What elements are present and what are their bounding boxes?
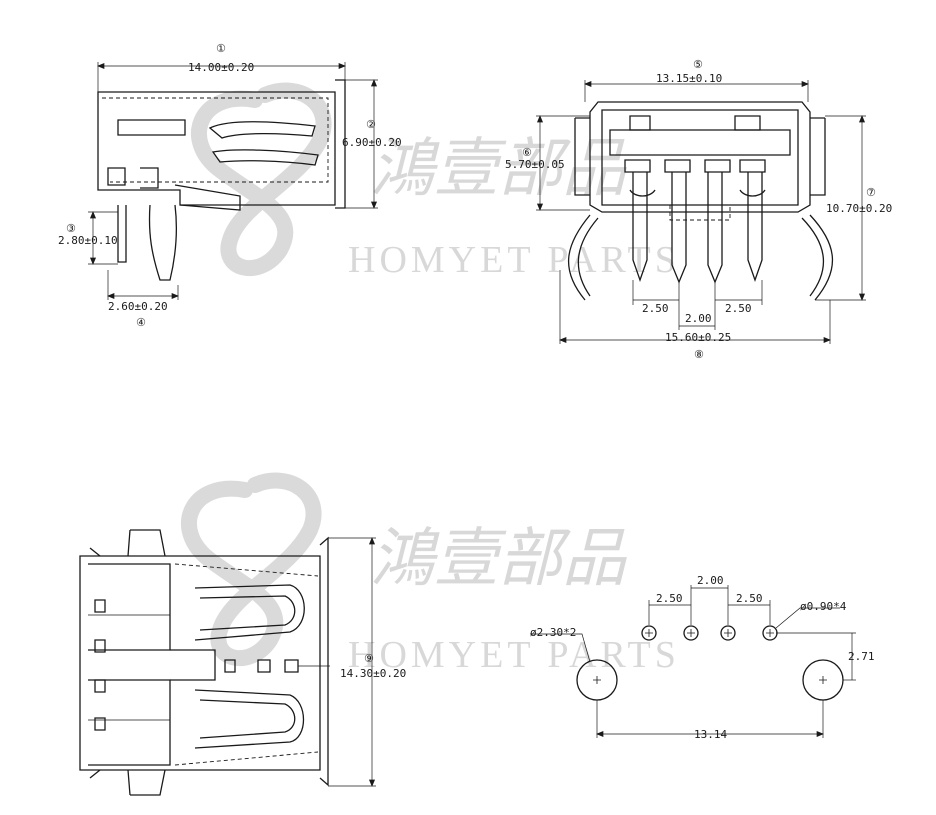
top-view: ⑨ 14.30±0.20	[79, 529, 406, 796]
pcb-pitch-mid: 2.00	[697, 574, 724, 587]
pitch-mid-front: 2.00	[685, 312, 712, 325]
pitch-right-front: 2.50	[725, 302, 752, 315]
dim5-value: 13.15±0.10	[656, 72, 722, 85]
dim9-marker: ⑨	[364, 652, 374, 665]
watermark-logo-bottom	[181, 472, 322, 666]
dim8-marker: ⑧	[694, 348, 704, 361]
pcb-small-hole-label: ø0.90*4	[800, 600, 847, 613]
dim5-marker: ⑤	[693, 58, 703, 71]
small-hole	[641, 625, 657, 641]
pcb-big-hole-label: ø2.30*2	[530, 626, 576, 639]
dim9-value: 14.30±0.20	[340, 667, 406, 680]
dim1-marker: ①	[216, 42, 226, 55]
dim1-value: 14.00±0.20	[188, 61, 254, 74]
pcb-row-offset: 2.71	[848, 650, 875, 663]
watermark-bottom: 鴻壹部品 HOMYET PARTS	[181, 472, 680, 676]
big-hole	[802, 659, 844, 701]
small-hole	[720, 625, 736, 641]
side-view: ① 14.00±0.20 ② 6.90±0.20 ③ 2.80±0.10 2.6…	[58, 42, 402, 329]
dim3-marker: ③	[66, 222, 76, 235]
front-view: ⑤ 13.15±0.10 ⑥ 5.70±0.05 ⑦ 10.70±0.20 2.…	[505, 58, 892, 361]
pcb-layout: 2.00 2.50 2.50 ø0.90*4 ø2.30*2 2.71 13.1…	[530, 574, 875, 741]
watermark-english-top: HOMYET PARTS	[348, 239, 680, 281]
watermark-english-bottom: HOMYET PARTS	[348, 634, 680, 676]
dim7-marker: ⑦	[866, 186, 876, 199]
dim4-value: 2.60±0.20	[108, 300, 168, 313]
pcb-big-hole-spacing: 13.14	[694, 728, 727, 741]
pcb-pitch-left: 2.50	[656, 592, 683, 605]
dim3-value: 2.80±0.10	[58, 234, 118, 247]
small-hole	[683, 625, 699, 641]
watermark-top: 鴻壹部品 HOMYET PARTS	[191, 82, 680, 281]
dim2-value: 6.90±0.20	[342, 136, 402, 149]
dim4-marker: ④	[136, 316, 146, 329]
dim6-value: 5.70±0.05	[505, 158, 565, 171]
pcb-pitch-right: 2.50	[736, 592, 763, 605]
small-hole	[762, 625, 778, 641]
dim6-marker: ⑥	[522, 146, 532, 159]
watermark-chinese-bottom: 鴻壹部品	[370, 522, 627, 596]
watermark-chinese-top: 鴻壹部品	[370, 132, 627, 206]
dim2-marker: ②	[366, 118, 376, 131]
dim7-value: 10.70±0.20	[826, 202, 892, 215]
watermark-logo-top	[191, 82, 332, 276]
dim8-value: 15.60±0.25	[665, 331, 731, 344]
pitch-left-front: 2.50	[642, 302, 669, 315]
